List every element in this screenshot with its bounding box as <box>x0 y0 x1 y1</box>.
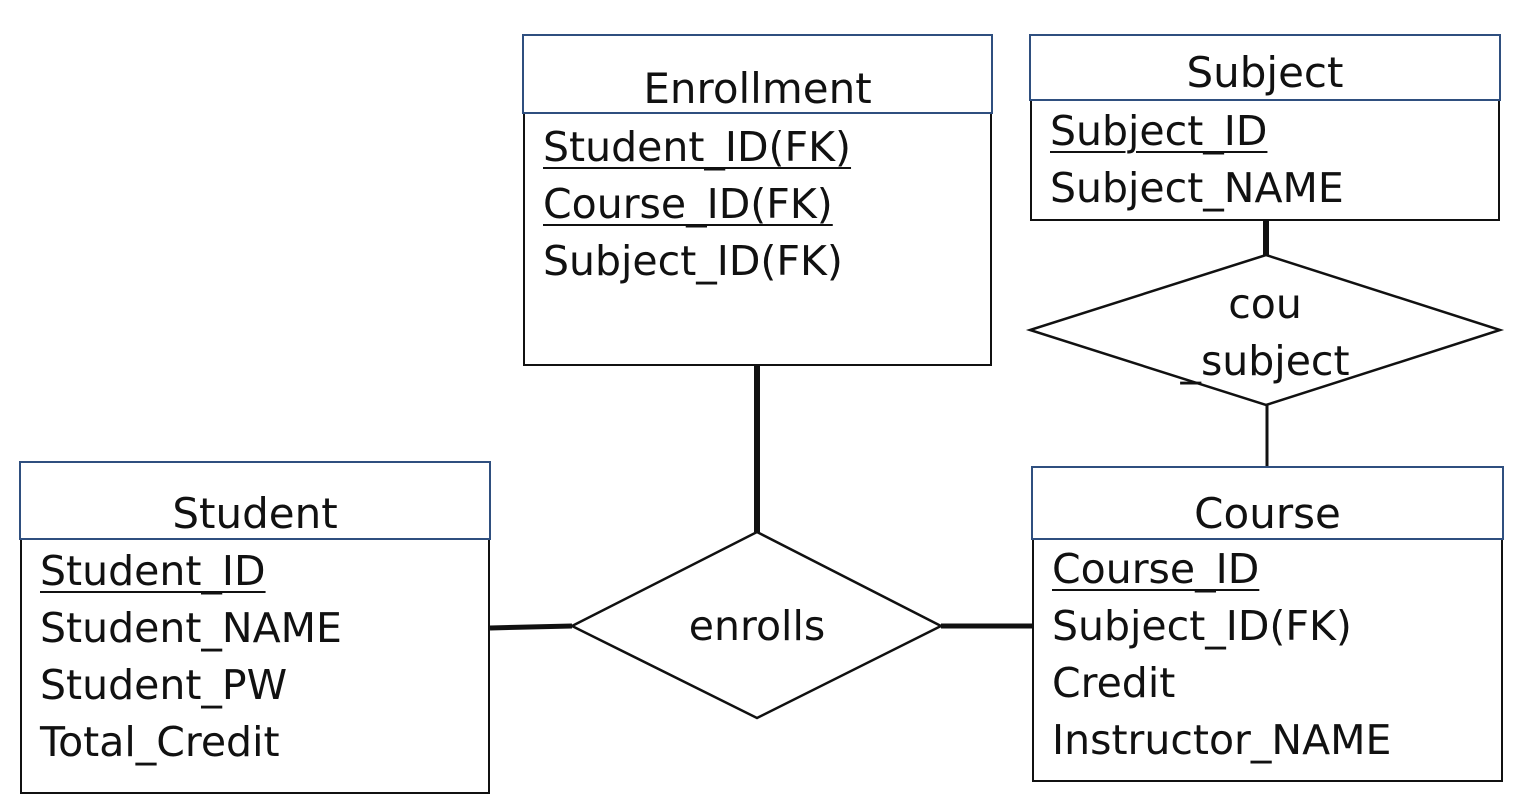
entity-subject-header: Subject <box>1029 34 1501 101</box>
entity-student-title: Student <box>172 489 338 538</box>
attribute-instructor-name: Instructor_NAME <box>1052 716 1392 764</box>
enrolls-label: enrolls <box>688 602 826 650</box>
entity-student-attributes: Student_ID Student_NAME Student_PW Total… <box>40 543 482 771</box>
entity-student-header: Student <box>19 461 491 540</box>
attribute-student-id-fk: Student_ID(FK) <box>543 123 852 171</box>
attribute-subject-id-fk: Subject_ID(FK) <box>543 237 843 285</box>
entity-subject: Subject Subject_ID Subject_NAME <box>1029 34 1501 221</box>
entity-enrollment: Enrollment Student_ID(FK) Course_ID(FK) … <box>522 34 993 366</box>
entity-student: Student Student_ID Student_NAME Student_… <box>19 461 491 794</box>
student-enrolls-connector <box>489 623 573 631</box>
attribute-total-credit: Total_Credit <box>40 718 280 766</box>
attribute-course-id: Course_ID <box>1052 545 1260 593</box>
entity-course: Course Course_ID Subject_ID(FK) Credit I… <box>1031 466 1504 782</box>
cou-subject-label-line1: cou <box>1228 280 1302 328</box>
attribute-student-id: Student_ID <box>40 547 266 595</box>
entity-course-title: Course <box>1194 489 1341 538</box>
attribute-student-pw: Student_PW <box>40 661 288 709</box>
entity-enrollment-attributes: Student_ID(FK) Course_ID(FK) Subject_ID(… <box>543 119 984 290</box>
entity-subject-title: Subject <box>1186 48 1344 97</box>
entity-subject-attributes: Subject_ID Subject_NAME <box>1050 103 1492 217</box>
entity-course-attributes: Course_ID Subject_ID(FK) Credit Instruct… <box>1052 541 1495 769</box>
attribute-course-id-fk: Course_ID(FK) <box>543 180 833 228</box>
cou-subject-diamond <box>1025 253 1505 407</box>
attribute-credit: Credit <box>1052 659 1176 707</box>
attribute-subject-name: Subject_NAME <box>1050 164 1344 212</box>
entity-course-header: Course <box>1031 466 1504 540</box>
enrolls-diamond <box>569 530 944 720</box>
attribute-subject-id: Subject_ID <box>1050 107 1268 155</box>
attribute-course-subject-id-fk: Subject_ID(FK) <box>1052 602 1352 650</box>
cou-subject-label-line2: _subject <box>1180 337 1350 385</box>
entity-enrollment-title: Enrollment <box>643 64 872 113</box>
attribute-student-name: Student_NAME <box>40 604 342 652</box>
entity-enrollment-header: Enrollment <box>522 34 993 114</box>
